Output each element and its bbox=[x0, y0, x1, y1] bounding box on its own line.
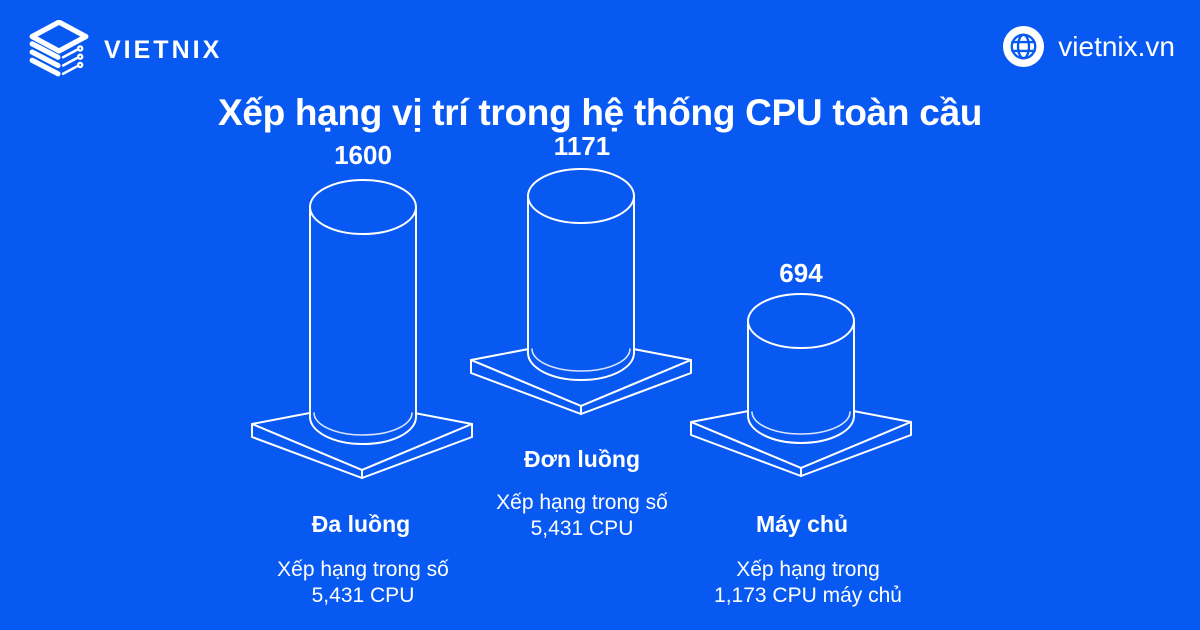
rank-value-da-luong: 1600 bbox=[334, 140, 392, 170]
category-label-may-chu: Máy chủ bbox=[755, 511, 849, 537]
brand-lockup: VIETNIX bbox=[28, 20, 222, 80]
category-label-don-luong: Đơn luồng bbox=[524, 446, 640, 472]
brand-name: VIETNIX bbox=[104, 35, 223, 64]
cylinder bbox=[527, 168, 635, 381]
globe-icon bbox=[1003, 25, 1045, 68]
website-lockup: vietnix.vn bbox=[1002, 25, 1175, 68]
description-line: Xếp hạng trong số bbox=[496, 491, 668, 514]
description-da-luong: Xếp hạng trong số 5,431 CPU bbox=[277, 557, 449, 609]
page-title: Xếp hạng vị trí trong hệ thống CPU toàn … bbox=[217, 91, 983, 133]
stacked-layers-icon bbox=[29, 20, 89, 77]
website-url: vietnix.vn bbox=[1058, 30, 1175, 62]
pillar-don-luong bbox=[470, 168, 692, 415]
pillar-may-chu bbox=[690, 293, 912, 477]
description-line: 5,431 CPU bbox=[530, 517, 634, 540]
cylinder bbox=[747, 293, 855, 444]
description-line: Xếp hạng trong số bbox=[277, 558, 449, 581]
pillar-da-luong bbox=[251, 179, 473, 479]
description-line: 1,173 CPU máy chủ bbox=[714, 584, 902, 607]
description-don-luong: Xếp hạng trong số 5,431 CPU bbox=[496, 490, 668, 542]
category-label-da-luong: Đa luồng bbox=[311, 511, 411, 537]
rank-value-don-luong: 1171 bbox=[553, 131, 611, 161]
cylinder bbox=[309, 179, 417, 445]
description-line: Xếp hạng trong bbox=[736, 558, 880, 581]
description-may-chu: Xếp hạng trong 1,173 CPU máy chủ bbox=[714, 557, 902, 609]
description-line: 5,431 CPU bbox=[311, 584, 415, 607]
rank-value-may-chu: 694 bbox=[779, 258, 823, 288]
